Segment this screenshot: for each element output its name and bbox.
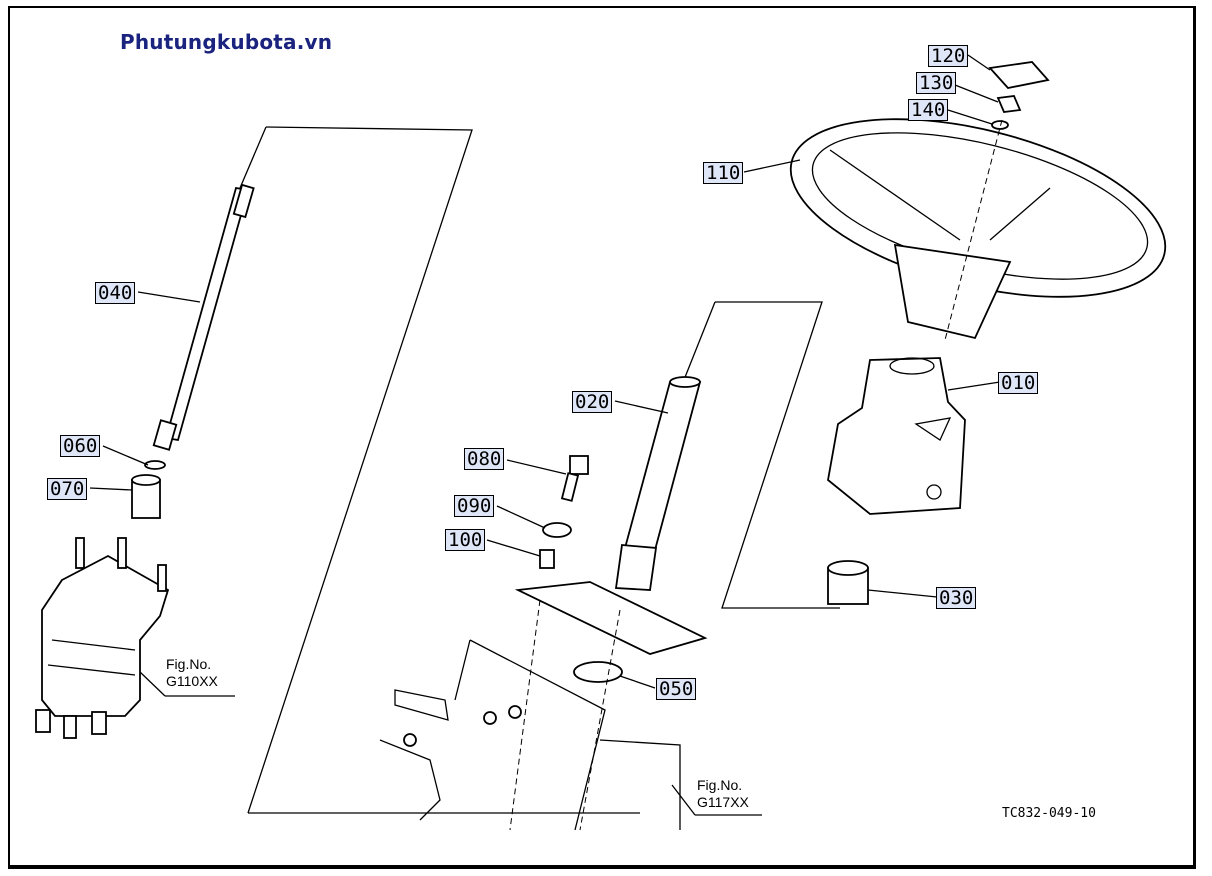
part-label-130[interactable]: 130 — [916, 72, 957, 94]
bolt-080 — [560, 455, 589, 502]
part-label-010[interactable]: 010 — [998, 372, 1039, 394]
washer-060 — [144, 460, 166, 470]
figure-ref-number: G117XX — [697, 794, 749, 810]
figure-ref-g117[interactable]: Fig.No. G117XX — [697, 777, 749, 811]
washer-090 — [542, 522, 572, 538]
support-bracket — [379, 599, 681, 831]
drawing-frame — [8, 6, 1196, 869]
part-label-110[interactable]: 110 — [703, 162, 744, 184]
steering-unit — [35, 537, 170, 739]
part-label-060[interactable]: 060 — [60, 435, 101, 457]
steering-column-020 — [514, 376, 708, 655]
steering-shaft-040 — [152, 183, 255, 451]
figure-ref-number: G110XX — [166, 673, 218, 689]
part-label-120[interactable]: 120 — [928, 45, 969, 67]
figure-ref-label: Fig.No. — [697, 777, 743, 793]
washer-140 — [991, 120, 1009, 130]
part-label-050[interactable]: 050 — [656, 678, 697, 700]
part-label-040[interactable]: 040 — [95, 282, 136, 304]
part-label-030[interactable]: 030 — [936, 587, 977, 609]
part-label-090[interactable]: 090 — [454, 495, 495, 517]
part-label-070[interactable]: 070 — [47, 478, 88, 500]
part-label-020[interactable]: 020 — [572, 391, 613, 413]
nut-130 — [996, 95, 1022, 113]
collar-100 — [539, 549, 555, 569]
bushing-030 — [827, 560, 869, 605]
steering-wheel-110 — [789, 118, 1167, 340]
leader-lines — [89, 54, 1001, 816]
shaft-boundary-left — [247, 126, 473, 814]
part-label-140[interactable]: 140 — [908, 99, 949, 121]
column-cover-010 — [827, 357, 966, 515]
seal-050 — [573, 661, 623, 683]
figure-ref-label: Fig.No. — [166, 656, 212, 672]
part-label-080[interactable]: 080 — [464, 448, 505, 470]
figure-ref-g110[interactable]: Fig.No. G110XX — [166, 656, 218, 690]
part-label-100[interactable]: 100 — [445, 529, 486, 551]
site-brand[interactable]: Phutungkubota.vn — [120, 30, 333, 54]
spacer-070 — [131, 474, 161, 519]
cap-120 — [988, 61, 1050, 89]
drawing-code: TC832-049-10 — [1002, 806, 1096, 821]
